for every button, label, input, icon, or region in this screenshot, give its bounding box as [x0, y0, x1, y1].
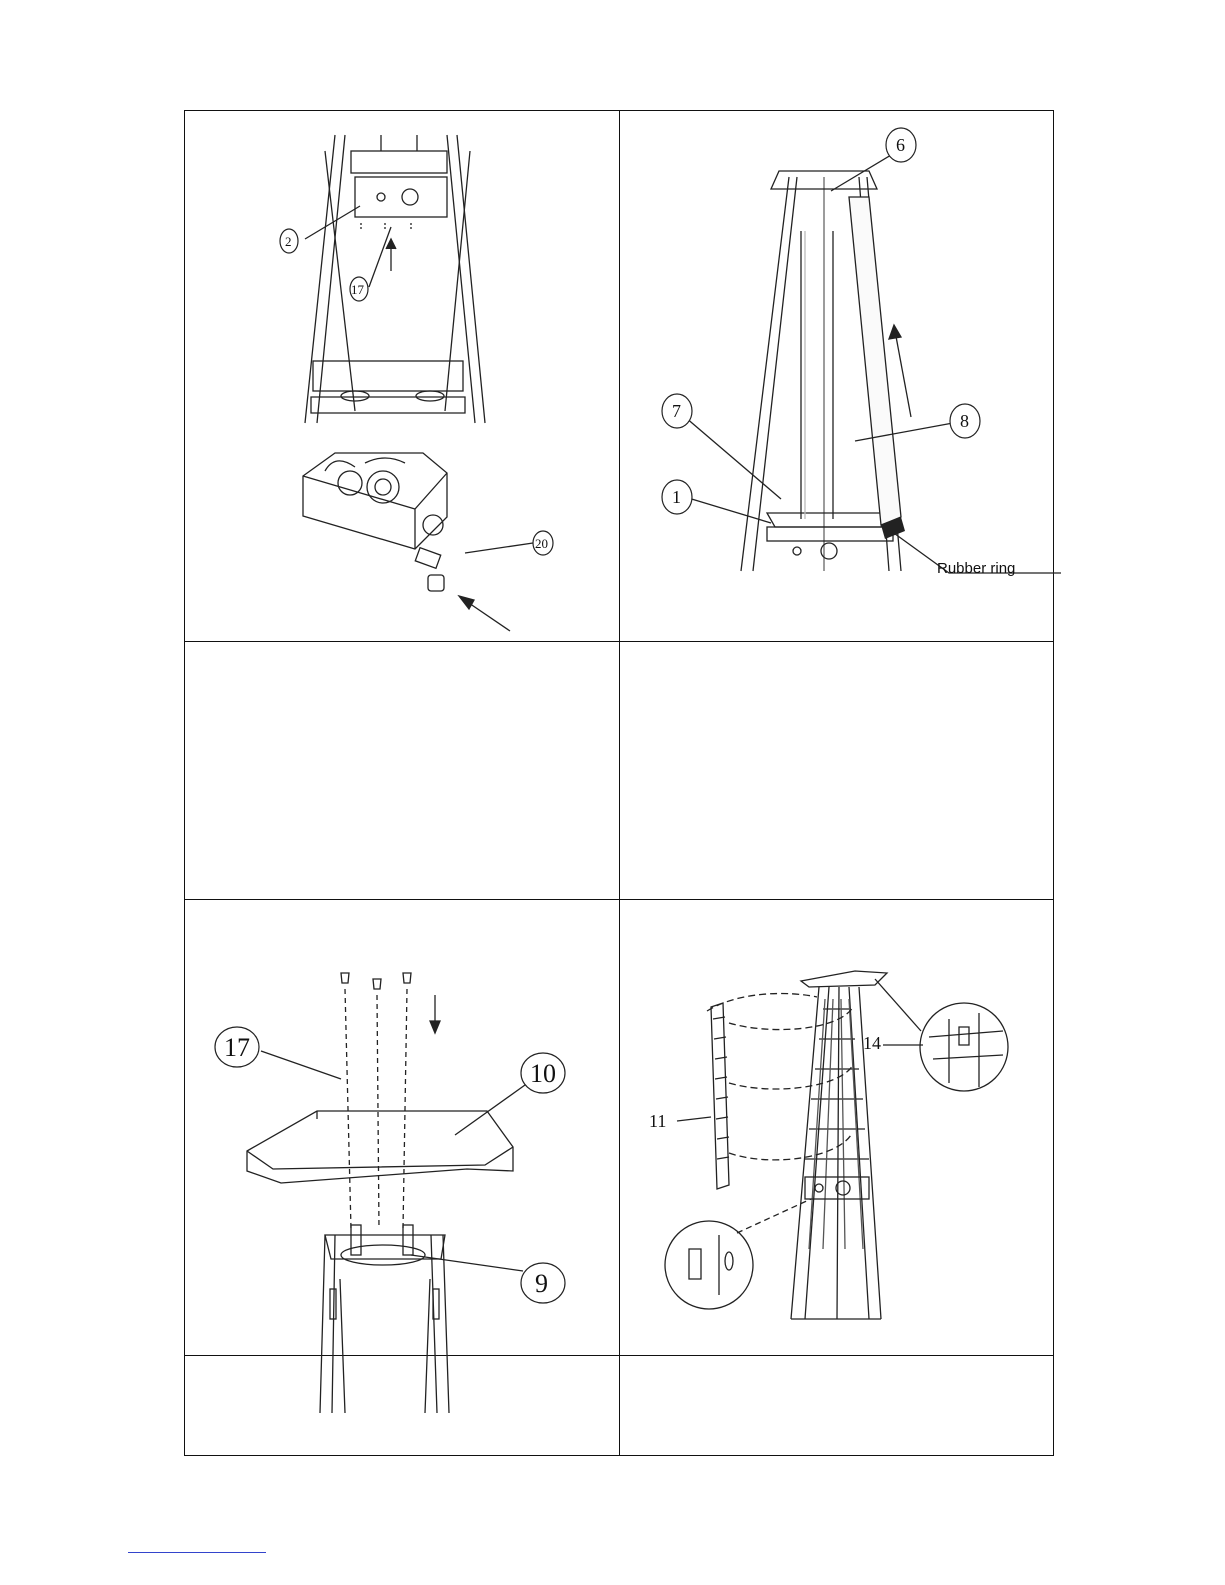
callout-11: 11 [649, 1111, 666, 1131]
panel-guards: 11 14 [619, 899, 1055, 1355]
callout-9: 9 [535, 1269, 548, 1298]
panel-control-box: 2 17 20 [185, 111, 619, 641]
control-box-drawing: 2 17 20 [185, 111, 619, 641]
panel-glass-tube: 6 7 1 8 Rubber ring [619, 111, 1055, 641]
glass-tube-drawing: 6 7 1 8 Rubber ring [619, 111, 1055, 641]
callout-10: 10 [530, 1059, 556, 1088]
callout-8: 8 [960, 411, 969, 431]
callout-20: 20 [535, 536, 548, 551]
instruction-table: 2 17 20 [184, 110, 1054, 1456]
reflector-drawing: 17 10 9 [185, 899, 619, 1355]
callout-7: 7 [672, 401, 681, 421]
panel-reflector: 17 10 9 [185, 899, 619, 1355]
guards-drawing: 11 14 [619, 899, 1055, 1355]
callout-2: 2 [285, 234, 292, 249]
callout-17: 17 [224, 1033, 250, 1062]
callout-6: 6 [896, 135, 905, 155]
row-divider-3 [185, 1355, 1053, 1356]
callout-17: 17 [351, 282, 365, 297]
rubber-ring-label: Rubber ring [937, 560, 1015, 577]
footer-link-underline[interactable] [128, 1552, 266, 1553]
callout-1: 1 [672, 487, 681, 507]
row-divider-1 [185, 641, 1053, 642]
callout-14: 14 [863, 1033, 881, 1053]
